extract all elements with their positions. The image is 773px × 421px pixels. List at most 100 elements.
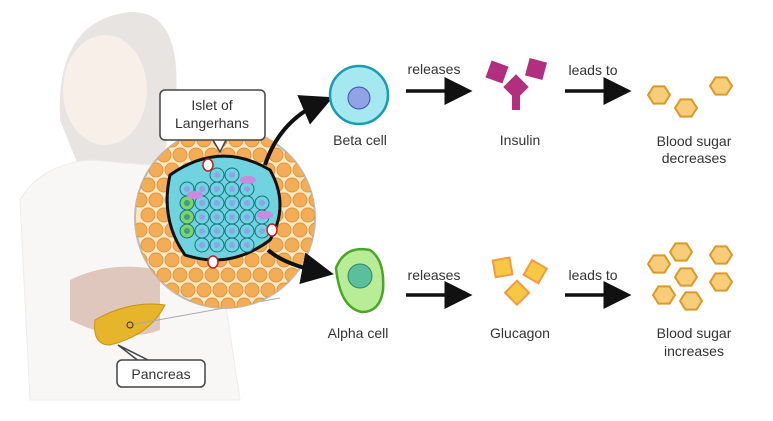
- acinar-cell: [148, 252, 164, 268]
- cell-nucleus: [199, 200, 205, 206]
- acinar-cell: [196, 282, 212, 298]
- acinar-cell: [292, 132, 308, 148]
- sugar-molecule-icon: [673, 98, 699, 118]
- acinar-cell: [308, 222, 315, 238]
- acinar-cell: [308, 282, 315, 298]
- pancreas-point: [126, 321, 134, 329]
- cell-nucleus: [214, 242, 220, 248]
- acinar-cell: [308, 192, 315, 208]
- decrease-label-line1: Blood sugar: [657, 133, 732, 149]
- acinar-cell: [268, 128, 284, 133]
- cell-nucleus: [229, 228, 235, 234]
- cell-nucleus: [199, 186, 205, 192]
- alpha-cell-nucleus: [347, 263, 373, 289]
- cell-nucleus: [214, 172, 220, 178]
- acinar-cell: [300, 297, 315, 308]
- acinar-cell: [317, 298, 331, 312]
- acinar-cell: [228, 282, 244, 298]
- acinar-cell: [140, 237, 156, 253]
- islet-cells: [179, 158, 278, 269]
- acinar-cell: [284, 237, 300, 253]
- acinar-cell: [284, 207, 300, 223]
- beta-cell-label: Beta cell: [333, 132, 387, 148]
- acinar-cell: [317, 238, 331, 252]
- beta-cell-nucleus: [347, 86, 371, 110]
- acinar-cell: [292, 282, 308, 298]
- acinar-cell: [220, 267, 236, 283]
- acinar-cell: [300, 207, 315, 223]
- releases-label-top: releases: [408, 61, 461, 77]
- acinar-cell: [284, 147, 300, 163]
- acinar-cell: [148, 162, 164, 178]
- increase-label-line2: increases: [664, 343, 724, 359]
- cell-nucleus: [244, 242, 250, 248]
- pancreas-callout: Pancreas: [116, 344, 206, 388]
- acinar-cell: [244, 282, 260, 298]
- delta-cell: [240, 176, 256, 184]
- cell-nucleus: [244, 186, 250, 192]
- cell-nucleus: [229, 172, 235, 178]
- acinar-cell: [252, 297, 268, 308]
- cell-nucleus: [229, 186, 235, 192]
- sugar-molecule-icon: [708, 76, 734, 96]
- cell-nucleus: [184, 228, 190, 234]
- acinar-cell: [164, 252, 180, 268]
- acinar-cell: [148, 222, 164, 238]
- acinar-cell: [300, 128, 315, 133]
- sugar-increase-icon: [646, 242, 734, 311]
- acinar-cell: [148, 192, 164, 208]
- cell-nucleus: [244, 228, 250, 234]
- acinar-cell: [308, 252, 315, 268]
- cell-nucleus: [199, 228, 205, 234]
- sugar-molecule-icon: [708, 272, 734, 292]
- acinar-cell: [180, 282, 196, 298]
- cell-nucleus: [244, 214, 250, 220]
- blood-vessel: [202, 158, 214, 172]
- cell-nucleus: [199, 214, 205, 220]
- cell-nucleus: [259, 228, 265, 234]
- acinar-cell: [284, 267, 300, 283]
- acinar-cell: [260, 282, 276, 298]
- acinar-cell: [292, 222, 308, 238]
- acinar-cell: [292, 192, 308, 208]
- insulin-icon: [485, 57, 548, 110]
- leads-to-label-top: leads to: [568, 62, 617, 78]
- arrow-to-alpha: [266, 248, 334, 284]
- islet-label-line2: Langerhans: [175, 115, 249, 131]
- glucagon-label: Glucagon: [490, 325, 550, 341]
- cell-nucleus: [214, 214, 220, 220]
- acinar-cell: [204, 297, 220, 308]
- acinar-cell: [276, 162, 292, 178]
- arrow-to-beta: [263, 95, 334, 166]
- sugar-molecule-icon: [646, 85, 672, 105]
- cell-nucleus: [259, 200, 265, 206]
- acinar-cell: [300, 147, 315, 163]
- releases-label-bottom: releases: [408, 267, 461, 283]
- acinar-cell: [317, 208, 331, 222]
- acinar-cell: [172, 147, 188, 163]
- islet-label-line1: Islet of: [191, 97, 232, 113]
- sugar-molecule-icon: [678, 291, 704, 311]
- acinar-cell: [276, 222, 292, 238]
- blood-vessel: [207, 255, 219, 269]
- cell-nucleus: [199, 242, 205, 248]
- delta-cell: [257, 211, 273, 219]
- cell-nucleus: [214, 186, 220, 192]
- acinar-cell: [268, 267, 284, 283]
- increase-label-line1: Blood sugar: [657, 325, 732, 341]
- acinar-cell: [156, 267, 172, 283]
- acinar-cell: [317, 148, 331, 162]
- acinar-cell: [135, 222, 148, 238]
- cell-nucleus: [229, 242, 235, 248]
- acinar-cell: [308, 132, 315, 148]
- acinar-cell: [220, 297, 236, 308]
- acinar-cell: [140, 207, 156, 223]
- acinar-cell: [172, 267, 188, 283]
- leads-to-label-bottom: leads to: [568, 267, 617, 283]
- acinar-cell: [252, 267, 268, 283]
- sugar-molecule-icon: [668, 242, 694, 262]
- decrease-label-line2: decreases: [662, 150, 727, 166]
- cell-nucleus: [214, 228, 220, 234]
